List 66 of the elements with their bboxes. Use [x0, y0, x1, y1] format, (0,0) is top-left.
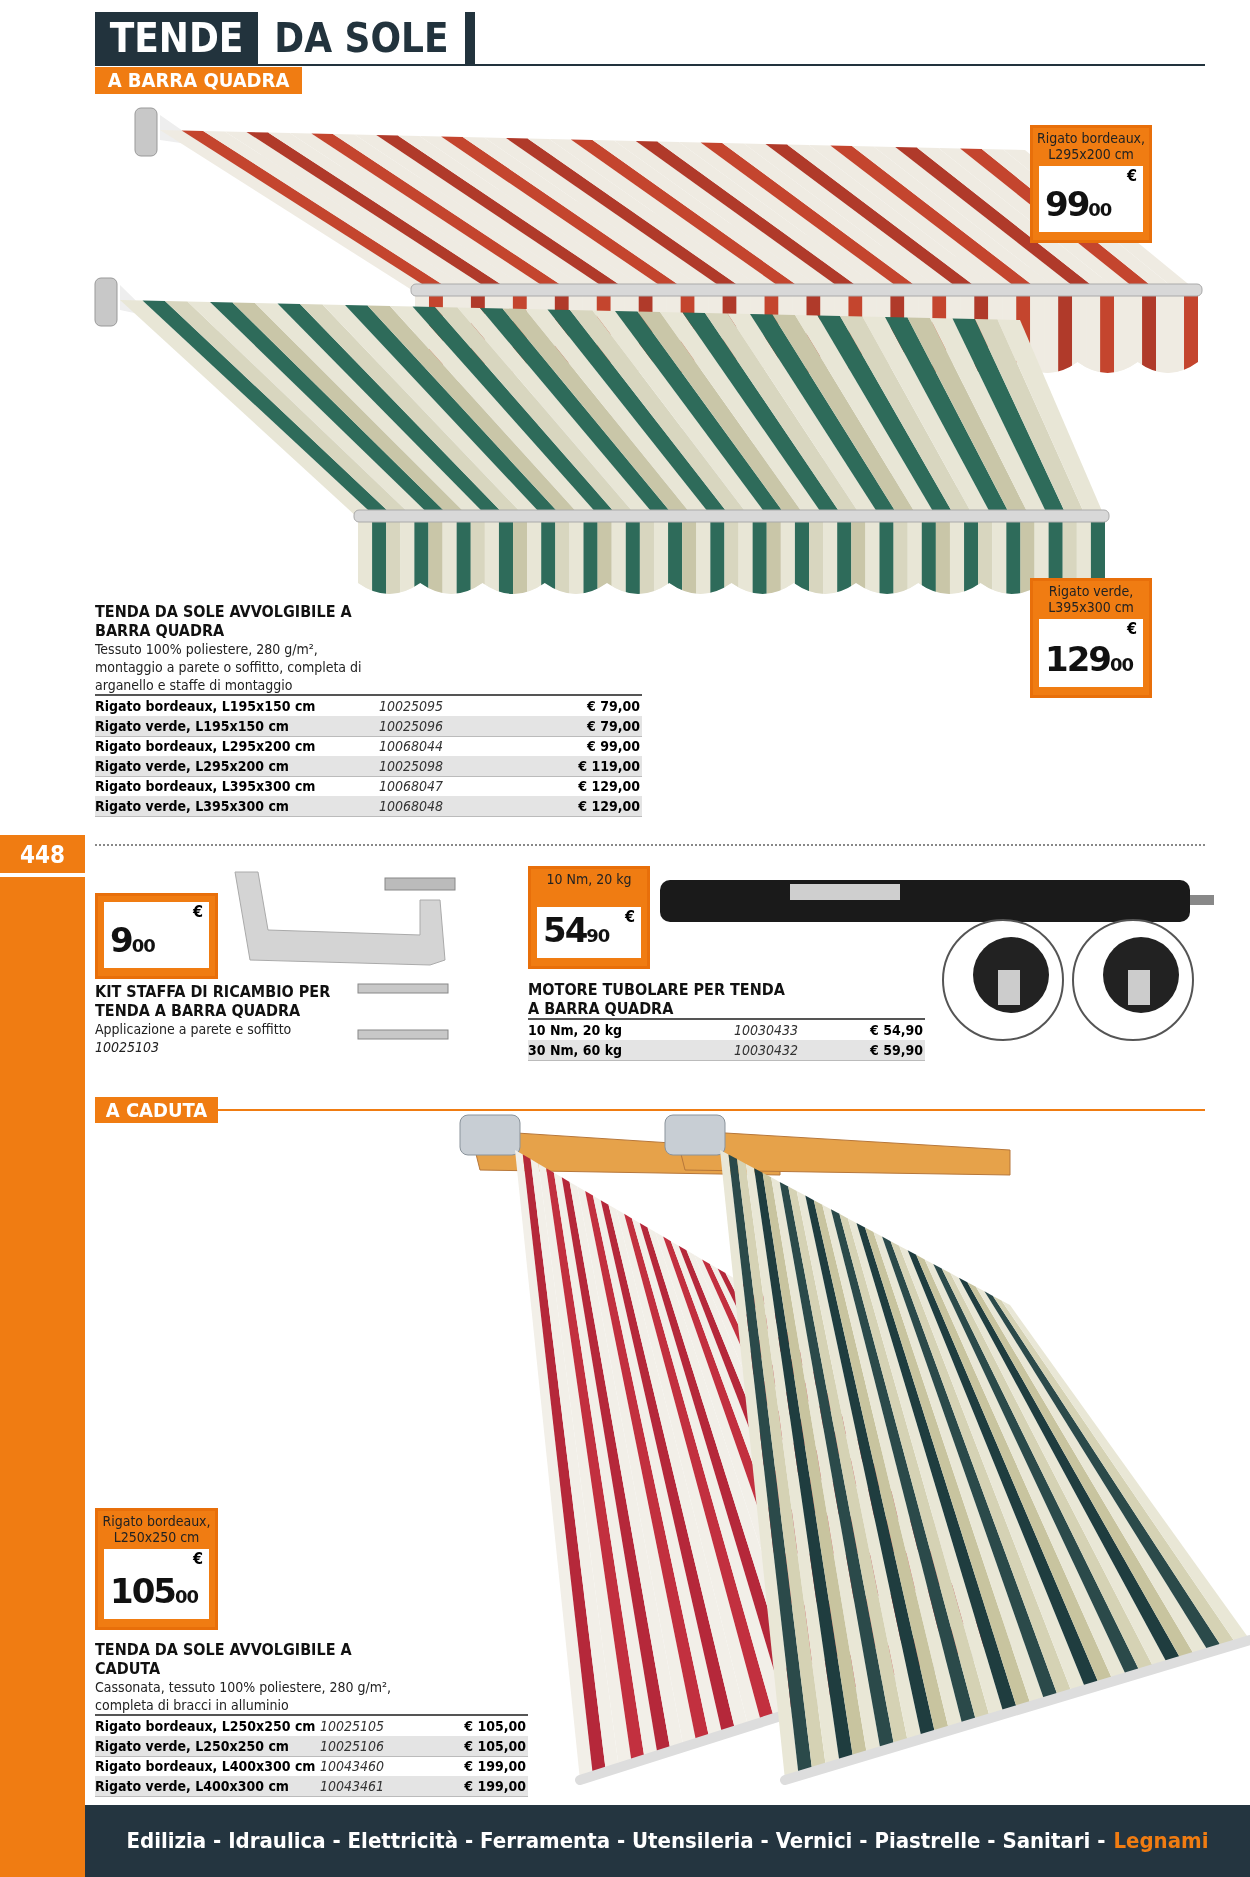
currency-sign: € — [1127, 167, 1137, 185]
table-cell: 10068047 — [379, 777, 444, 795]
price-tag — [1030, 578, 1152, 698]
currency-sign: € — [625, 908, 635, 926]
product-code: 10025103 — [95, 1038, 161, 1056]
table-cell: € 129,00 — [578, 777, 640, 795]
table-cell: 10025105 — [320, 1717, 385, 1735]
table-cell: 30 Nm, 60 kg — [528, 1041, 623, 1059]
table-cell: 10025095 — [379, 697, 444, 715]
currency-sign: € — [1127, 620, 1137, 638]
price-tag — [1030, 125, 1152, 243]
price-tag — [95, 893, 218, 979]
product-description: Tessuto 100% poliestere, 280 g/m², montaggio a parete o soffitto, completa di arganello e staffe di montaggio — [95, 640, 363, 694]
table-cell: Rigato verde, L195x150 cm — [95, 717, 289, 735]
size-label: Rigato bordeaux, L295x200 cm — [1035, 129, 1147, 164]
product-description: Cassonata, tessuto 100% poliestere, 280 g/m², completa di bracci in alluminio — [95, 1678, 393, 1714]
table-cell: 10025098 — [379, 757, 444, 775]
table-cell: Rigato verde, L400x300 cm — [95, 1777, 289, 1795]
table-cell: € 129,00 — [578, 797, 640, 815]
table-cell: € 119,00 — [578, 757, 640, 775]
table-cell: Rigato bordeaux, L395x300 cm — [95, 777, 316, 795]
table-cell: 10030432 — [734, 1041, 799, 1059]
table-cell: 10043461 — [320, 1777, 385, 1795]
side-band — [0, 877, 85, 1805]
section-band: A CADUTA — [95, 1097, 218, 1123]
product-heading: MOTORE TUBOLARE PER TENDA A BARRA QUADRA — [528, 980, 786, 1018]
table-cell: € 105,00 — [464, 1737, 526, 1755]
price-tag — [528, 866, 650, 969]
table-cell: € 99,00 — [587, 737, 640, 755]
product-description: Applicazione a parete e soffitto — [95, 1020, 293, 1038]
table-cell: Rigato verde, L295x200 cm — [95, 757, 289, 775]
size-label: Rigato verde, L395x300 cm — [1047, 582, 1135, 617]
table-cell: 10068048 — [379, 797, 444, 815]
table-cell: Rigato bordeaux, L250x250 cm — [95, 1717, 316, 1735]
table-cell: Rigato verde, L395x300 cm — [95, 797, 289, 815]
table-cell: Rigato bordeaux, L195x150 cm — [95, 697, 316, 715]
category-highlight: Legnami — [1113, 1828, 1209, 1853]
table-cell: € 59,90 — [870, 1041, 923, 1059]
product-heading: TENDA DA SOLE AVVOLGIBILE A CADUTA — [95, 1640, 353, 1678]
table-cell: 10043460 — [320, 1757, 385, 1775]
currency-sign: € — [193, 1550, 203, 1568]
table-cell: € 79,00 — [587, 697, 640, 715]
table-cell: 10068044 — [379, 737, 444, 755]
table-cell: € 54,90 — [870, 1021, 923, 1039]
table-cell: 10025096 — [379, 717, 444, 735]
table-cell: € 105,00 — [464, 1717, 526, 1735]
section-band: A BARRA QUADRA — [95, 67, 302, 94]
currency-sign: € — [193, 903, 203, 921]
footer-bar — [85, 1805, 1250, 1877]
product-heading: TENDA DA SOLE AVVOLGIBILE A BARRA QUADRA — [95, 602, 353, 640]
price-tag — [95, 1508, 218, 1630]
table-cell: 10025106 — [320, 1737, 385, 1755]
table-cell: 10030433 — [734, 1021, 799, 1039]
table-cell: € 199,00 — [464, 1757, 526, 1775]
table-cell: € 199,00 — [464, 1777, 526, 1795]
title-block: TENDE — [95, 12, 258, 64]
page-number-block: 448 — [0, 835, 85, 875]
table-cell: Rigato bordeaux, L295x200 cm — [95, 737, 316, 755]
table-cell: Rigato verde, L250x250 cm — [95, 1737, 289, 1755]
product-heading: KIT STAFFA DI RICAMBIO PER TENDA A BARRA QUADRA — [95, 982, 332, 1020]
table-cell: 10 Nm, 20 kg — [528, 1021, 623, 1039]
table-cell: € 79,00 — [587, 717, 640, 735]
size-label: 10 Nm, 20 kg — [545, 870, 633, 889]
size-label: Rigato bordeaux, L250x250 cm — [101, 1512, 212, 1547]
table-cell: Rigato bordeaux, L400x300 cm — [95, 1757, 316, 1775]
category-list: Edilizia - Idraulica - Elettricità - Ferramenta - Utensileria - Vernici - Piastrelle - Sanitari - — [126, 1828, 1106, 1853]
